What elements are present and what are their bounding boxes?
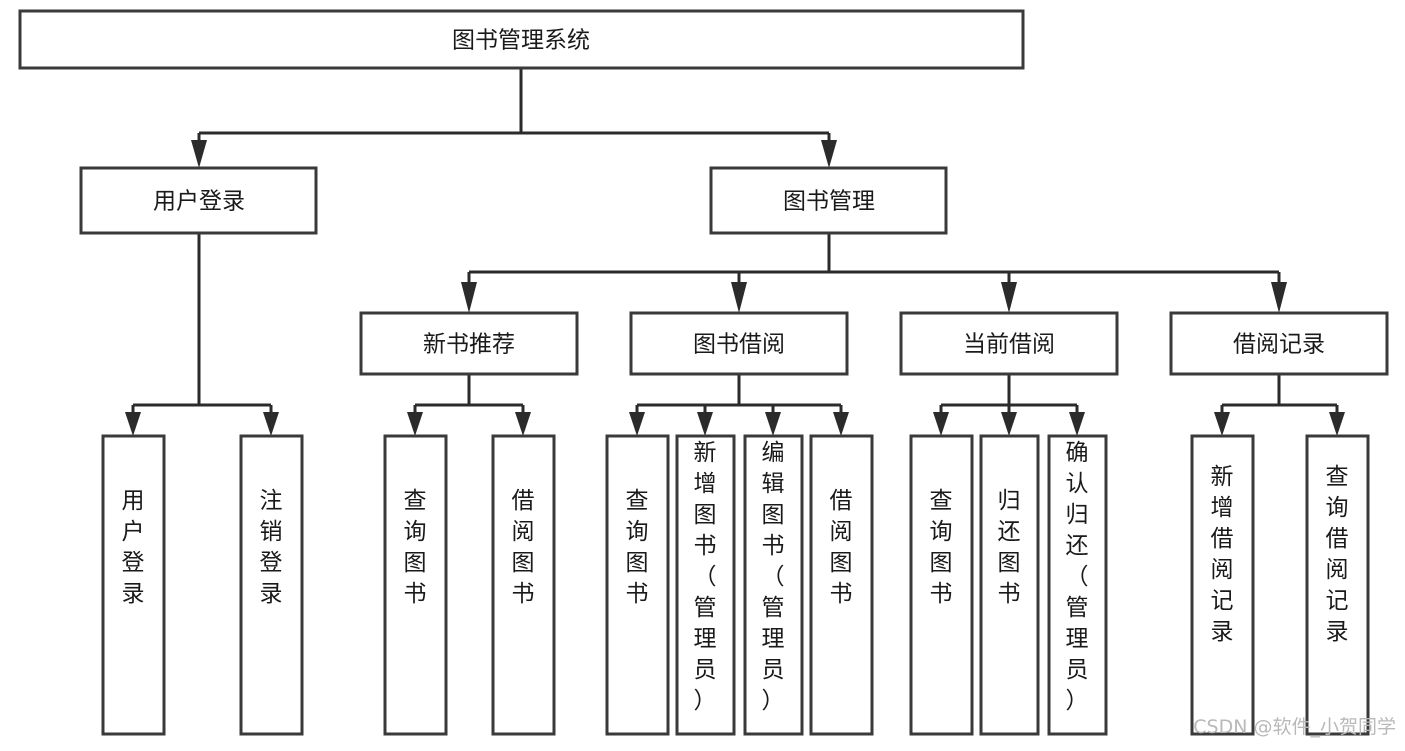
node-leaf-confirm-return-label: 确认归还（管理员） <box>1066 440 1089 714</box>
node-leaf-query-book-3[interactable]: 查询图书 <box>909 434 974 736</box>
node-leaf-query-book-1[interactable]: 查询图书 <box>383 434 448 736</box>
node-leaf-query-book-3-label: 查询图书 <box>930 488 953 607</box>
node-leaf-query-record-label: 查询借阅记录 <box>1326 464 1349 645</box>
node-leaf-borrow-book-1[interactable]: 借阅图书 <box>491 434 556 736</box>
node-user-login-box[interactable] <box>79 166 318 235</box>
node-current-borrow-box[interactable] <box>899 311 1119 376</box>
node-leaf-user-logout-box[interactable] <box>239 434 304 736</box>
node-borrow-record[interactable]: 借阅记录 <box>1169 311 1389 376</box>
node-leaf-return-book[interactable]: 归还图书 <box>979 434 1040 736</box>
node-leaf-query-book-2[interactable]: 查询图书 <box>605 434 670 736</box>
node-leaf-return-book-box[interactable] <box>979 434 1040 736</box>
node-leaf-borrow-book-1-label: 借阅图书 <box>512 488 535 607</box>
node-book-borrow-box[interactable] <box>629 311 849 376</box>
node-leaf-user-logout-label: 注销登录 <box>260 488 283 607</box>
arrow-leaf-borrow-book-2 <box>833 412 849 436</box>
node-root-box[interactable] <box>18 9 1025 70</box>
node-leaf-return-book-label: 归还图书 <box>998 488 1021 607</box>
node-leaf-add-record-label: 新增借阅记录 <box>1211 464 1234 645</box>
node-borrow-record-box[interactable] <box>1169 311 1389 376</box>
arrow-leaf-add-record <box>1214 412 1230 436</box>
node-new-book-recommend[interactable]: 新书推荐 <box>359 311 579 376</box>
node-leaf-confirm-return-box[interactable] <box>1047 434 1108 736</box>
node-user-login-label: 用户登录 <box>153 189 245 215</box>
node-leaf-query-record-box[interactable] <box>1305 434 1370 736</box>
node-leaf-edit-book-label: 编辑图书（管理员） <box>762 440 785 714</box>
node-leaf-query-record[interactable]: 查询借阅记录 <box>1305 434 1370 736</box>
arrow-leaf-query-book-2 <box>629 412 645 436</box>
node-leaf-query-book-2-box[interactable] <box>605 434 670 736</box>
arrow-to-user-login <box>191 140 207 168</box>
node-leaf-query-book-2-label: 查询图书 <box>626 488 649 607</box>
arrow-to-book-borrow <box>731 282 747 313</box>
node-leaf-user-login[interactable]: 用户登录 <box>101 434 166 736</box>
node-leaf-add-record-box[interactable] <box>1190 434 1255 736</box>
node-new-book-recommend-label: 新书推荐 <box>423 332 515 358</box>
connector-layer <box>125 68 1345 436</box>
node-root-label: 图书管理系统 <box>452 28 590 54</box>
node-current-borrow-label: 当前借阅 <box>963 332 1055 358</box>
node-leaf-add-record[interactable]: 新增借阅记录 <box>1190 434 1255 736</box>
arrow-to-current-borrow <box>1001 282 1017 313</box>
node-leaf-add-book-box[interactable] <box>675 434 736 736</box>
node-current-borrow[interactable]: 当前借阅 <box>899 311 1119 376</box>
node-new-book-recommend-box[interactable] <box>359 311 579 376</box>
arrow-leaf-edit-book <box>765 412 781 436</box>
node-user-login[interactable]: 用户登录 <box>79 166 318 235</box>
arrow-leaf-return-book <box>1001 412 1017 436</box>
csdn-watermark: CSDN @软件_小贺同学 <box>1193 716 1396 738</box>
arrow-leaf-user-login <box>125 412 141 436</box>
node-book-borrow-label: 图书借阅 <box>693 332 785 358</box>
node-leaf-edit-book-box[interactable] <box>743 434 804 736</box>
arrow-leaf-confirm-return <box>1069 412 1085 436</box>
node-leaf-add-book-label: 新增图书（管理员） <box>694 440 717 714</box>
node-book-manage-box[interactable] <box>709 166 948 235</box>
node-leaf-borrow-book-2-box[interactable] <box>809 434 874 736</box>
node-book-manage-label: 图书管理 <box>783 189 875 215</box>
node-leaf-borrow-book-2[interactable]: 借阅图书 <box>809 434 874 736</box>
arrow-leaf-user-logout <box>263 412 279 436</box>
arrow-to-book-manage <box>821 140 837 168</box>
node-leaf-query-book-3-box[interactable] <box>909 434 974 736</box>
node-root[interactable]: 图书管理系统 <box>18 9 1025 70</box>
node-leaf-add-book[interactable]: 新增图书（管理员） <box>675 434 736 736</box>
node-book-manage[interactable]: 图书管理 <box>709 166 948 235</box>
node-leaf-query-book-1-label: 查询图书 <box>404 488 427 607</box>
arrow-leaf-query-book-1 <box>407 412 423 436</box>
node-leaf-borrow-book-2-label: 借阅图书 <box>830 488 853 607</box>
node-leaf-user-login-box[interactable] <box>101 434 166 736</box>
arrow-to-borrow-record <box>1271 282 1287 313</box>
node-leaf-edit-book[interactable]: 编辑图书（管理员） <box>743 434 804 736</box>
node-leaf-user-logout[interactable]: 注销登录 <box>239 434 304 736</box>
node-leaf-confirm-return[interactable]: 确认归还（管理员） <box>1047 434 1108 736</box>
arrow-leaf-borrow-book-1 <box>515 412 531 436</box>
arrow-leaf-query-book-3 <box>933 412 949 436</box>
arrow-to-new-book-recommend <box>461 282 477 313</box>
node-book-borrow[interactable]: 图书借阅 <box>629 311 849 376</box>
node-borrow-record-label: 借阅记录 <box>1233 332 1325 358</box>
node-leaf-borrow-book-1-box[interactable] <box>491 434 556 736</box>
arrow-leaf-add-book <box>697 412 713 436</box>
node-leaf-user-login-label: 用户登录 <box>122 488 145 607</box>
node-leaf-query-book-1-box[interactable] <box>383 434 448 736</box>
arrow-leaf-query-record <box>1329 412 1345 436</box>
